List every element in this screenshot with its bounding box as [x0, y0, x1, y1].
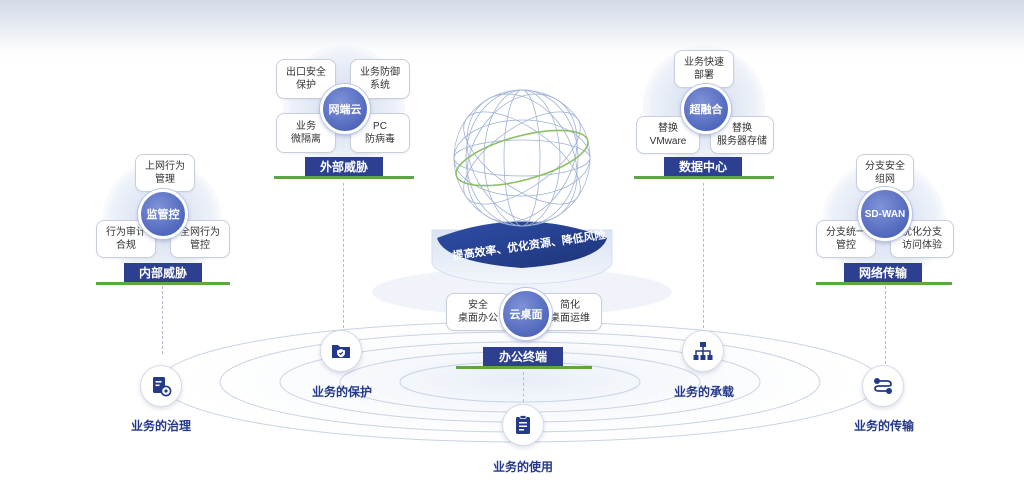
bar-datacenter: 数据中心 — [664, 157, 742, 176]
hub-sdwan: SD-WAN — [858, 187, 912, 241]
bar-underline-datacenter — [634, 176, 774, 179]
connector-office — [523, 372, 524, 402]
hub-internal: 监管控 — [138, 189, 188, 239]
bar-underline-internal — [96, 282, 230, 285]
connector-datacenter — [703, 183, 704, 328]
bar-network-transmission: 网络传输 — [844, 263, 922, 282]
label-business-protection: 业务的保护 — [312, 385, 373, 399]
card-internet-behavior: 上网行为 管理 — [135, 154, 195, 192]
connector-internal — [162, 286, 163, 354]
label-business-transmission: 业务的传输 — [854, 419, 915, 433]
hub-cloud-desktop: 云桌面 — [500, 288, 552, 340]
card-secure-desktop: 安全 桌面办公 — [446, 293, 510, 331]
bar-underline-network — [816, 282, 952, 285]
bar-underline-office — [456, 366, 592, 369]
link-route-icon — [862, 365, 904, 407]
document-gear-icon — [140, 365, 182, 407]
card-rapid-deployment: 业务快速 部署 — [674, 50, 734, 88]
folder-shield-icon — [320, 330, 362, 372]
label-business-usage: 业务的使用 — [493, 460, 554, 474]
hub-datacenter: 超融合 — [681, 84, 731, 134]
hub-external: 网端云 — [320, 84, 370, 134]
bar-external-threat: 外部威胁 — [305, 157, 383, 176]
clipboard-icon — [502, 404, 544, 446]
label-business-hosting: 业务的承载 — [674, 385, 735, 399]
network-hierarchy-icon — [682, 330, 724, 372]
bar-internal-threat: 内部威胁 — [124, 263, 202, 282]
card-replace-server-storage: 替换 服务器存储 — [710, 116, 774, 154]
connector-network — [885, 286, 886, 364]
card-branch-experience: 优化分支 访问体验 — [890, 220, 954, 258]
platform-top — [437, 221, 607, 268]
bar-underline-external — [274, 176, 414, 179]
header-skyline-backdrop — [0, 0, 1024, 50]
connector-external — [343, 183, 344, 328]
globe — [453, 89, 591, 227]
label-business-governance: 业务的治理 — [131, 419, 192, 433]
bar-office-terminal: 办公终端 — [483, 347, 563, 366]
card-branch-security: 分支安全 组网 — [856, 154, 914, 192]
